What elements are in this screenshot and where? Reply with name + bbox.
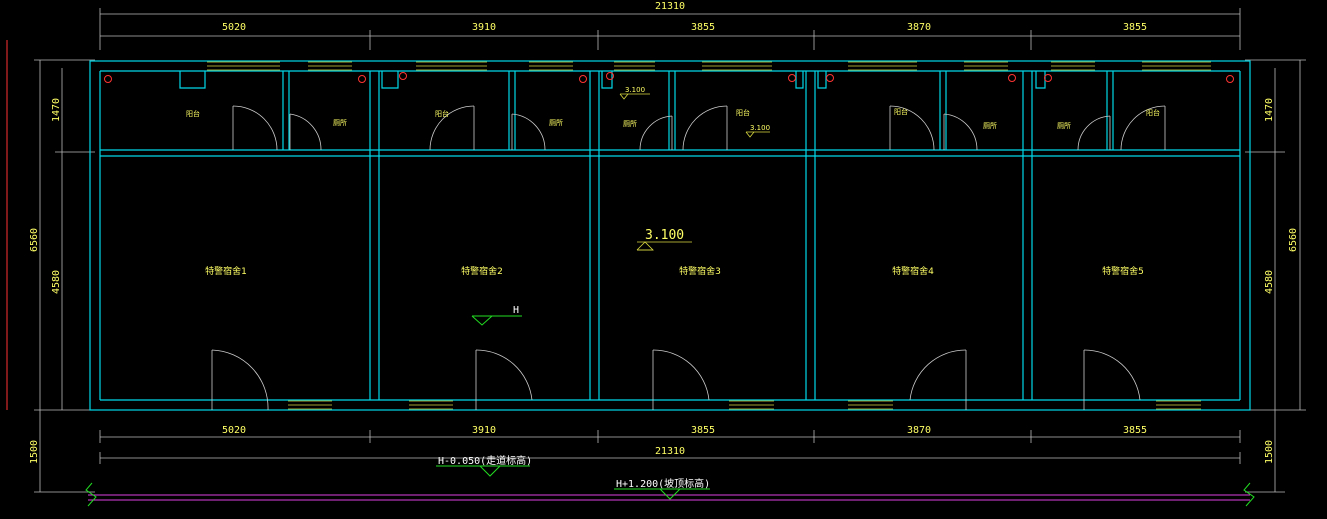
svg-text:3.100: 3.100: [645, 228, 684, 243]
bottom-dimension-lines: [99, 430, 1241, 464]
dorm-label-3: 特警宿舍3: [679, 265, 721, 277]
balcony-label-1: 阳台: [186, 109, 200, 118]
dim-top-3: 3855: [691, 22, 715, 33]
dim-left-total: 6560: [29, 228, 40, 252]
dim-right-corridor: 1500: [1264, 440, 1275, 464]
dim-top-1: 5020: [222, 22, 246, 33]
balcony-label-4: 阳台: [894, 107, 908, 116]
slope-level-marker: H+1.200(坡顶标高): [614, 477, 710, 500]
slope-edge-lines: [85, 482, 1255, 507]
dim-left-lower: 4580: [51, 270, 62, 294]
dim-bottom-5: 3855: [1123, 425, 1147, 436]
balcony-label-2: 阳台: [435, 109, 449, 118]
dim-top-4: 3870: [907, 22, 931, 33]
room-level-marker: 3.100: [636, 228, 692, 251]
dim-bottom-1: 5020: [222, 425, 246, 436]
h-level-marker: H: [471, 305, 522, 326]
walls: [89, 60, 1251, 411]
doors: [211, 105, 1166, 411]
dim-top-2: 3910: [472, 22, 496, 33]
balcony-label-5: 阳台: [1146, 108, 1160, 117]
dim-right-lower: 4580: [1264, 270, 1275, 294]
dim-right-upper: 1470: [1264, 98, 1275, 122]
balcony-label-3: 阳台: [736, 108, 750, 117]
dorm-label-4: 特警宿舍4: [892, 265, 934, 277]
overall-dim-bottom: 21310: [655, 446, 685, 457]
floor-drain-markers: [104, 72, 1234, 83]
svg-text:H: H: [513, 305, 519, 316]
svg-text:3.100: 3.100: [625, 86, 645, 94]
overall-dim-top: 21310: [655, 1, 685, 12]
corridor-level-marker: H-0.050(走道标高): [436, 454, 532, 477]
dim-top-5: 3855: [1123, 22, 1147, 33]
dorm-label-5: 特警宿舍5: [1102, 265, 1144, 277]
dim-bottom-4: 3870: [907, 425, 931, 436]
svg-text:3.100: 3.100: [750, 124, 770, 132]
level-marker-small-b: 3.100: [745, 124, 770, 138]
level-marker-small-a: 3.100: [619, 86, 650, 100]
left-dimension-lines: [34, 59, 95, 493]
dim-bottom-3: 3855: [691, 425, 715, 436]
toilet-label-1: 厕所: [333, 118, 347, 127]
windows: [207, 61, 1211, 410]
svg-text:H-0.050(走道标高): H-0.050(走道标高): [438, 454, 532, 467]
toilet-label-2: 厕所: [549, 118, 563, 127]
right-dimension-lines: [1245, 59, 1306, 493]
dorm-label-1: 特警宿舍1: [205, 265, 247, 277]
top-dimension-lines: [99, 8, 1241, 50]
toilet-label-5: 厕所: [1057, 121, 1071, 130]
dim-bottom-2: 3910: [472, 425, 496, 436]
toilet-label-4: 厕所: [983, 121, 997, 130]
svg-text:H+1.200(坡顶标高): H+1.200(坡顶标高): [616, 477, 710, 490]
toilet-label-3: 厕所: [623, 119, 637, 128]
dorm-label-2: 特警宿舍2: [461, 265, 503, 277]
dim-right-total: 6560: [1288, 228, 1299, 252]
dim-left-upper: 1470: [51, 98, 62, 122]
dim-left-corridor: 1500: [29, 440, 40, 464]
